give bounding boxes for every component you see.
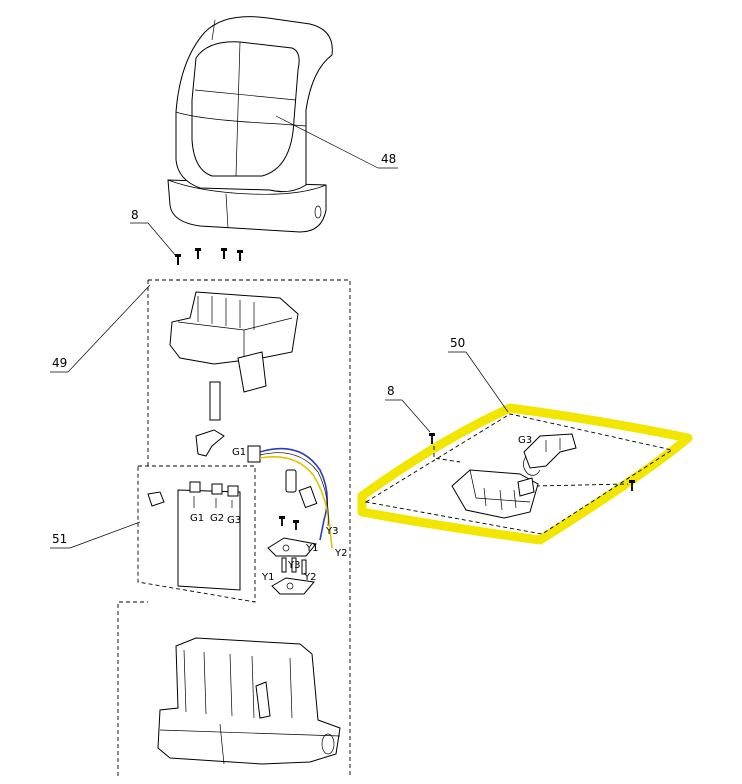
board-label-g2: G2 (210, 513, 224, 524)
callout-51: 51 (52, 532, 67, 546)
pcb-clip (147, 491, 165, 507)
wire-label-y2: Y2 (334, 548, 347, 559)
lower-base (157, 637, 341, 765)
leader-8-right (401, 399, 431, 433)
wiring-harness (247, 445, 333, 549)
screw-group-top (175, 248, 243, 265)
leader-49 (67, 284, 151, 373)
screw-right-1 (429, 433, 435, 444)
sensor-clip (523, 433, 577, 476)
callout-49: 49 (52, 356, 67, 370)
terminal-plate-upper (267, 537, 317, 557)
wire-label-g1: G1 (232, 447, 246, 458)
wire-label-y3-lower: Y3 (287, 560, 300, 571)
group-50-boundary (364, 413, 674, 535)
callout-8-right: 8 (387, 384, 395, 398)
label-g3-right: G3 (518, 435, 532, 446)
board-label-g1: G1 (190, 513, 204, 524)
leader-8-top (147, 222, 177, 257)
wire-blue (259, 447, 328, 541)
leader-48 (275, 115, 379, 169)
wire-label-y1: Y1 (305, 543, 318, 554)
highlight-50 (357, 403, 693, 545)
wire-label-y1-lower: Y1 (261, 572, 274, 583)
wire-label-y3: Y3 (325, 526, 338, 537)
pcb-board (177, 481, 241, 591)
board-label-g3: G3 (227, 515, 241, 526)
leader-50 (465, 351, 509, 413)
terminal-plate-lower (271, 557, 315, 595)
bracket-part (451, 469, 539, 519)
lever-part (195, 429, 225, 457)
group-49-boundary (117, 279, 351, 776)
callout-50: 50 (450, 336, 465, 350)
group-51-boundary (137, 465, 256, 603)
leader-51 (69, 521, 141, 549)
callout-8-top: 8 (131, 208, 139, 222)
upper-housing (169, 291, 299, 421)
assembly-line-left (433, 446, 461, 463)
screw-group-mid (279, 516, 299, 530)
assembly-line-right (535, 483, 629, 487)
screw-right-2 (629, 480, 635, 491)
part-48-top-cover (167, 16, 333, 233)
wire-label-y2-lower: Y2 (303, 572, 316, 583)
wire-yellow (259, 456, 333, 549)
callout-48: 48 (381, 152, 396, 166)
